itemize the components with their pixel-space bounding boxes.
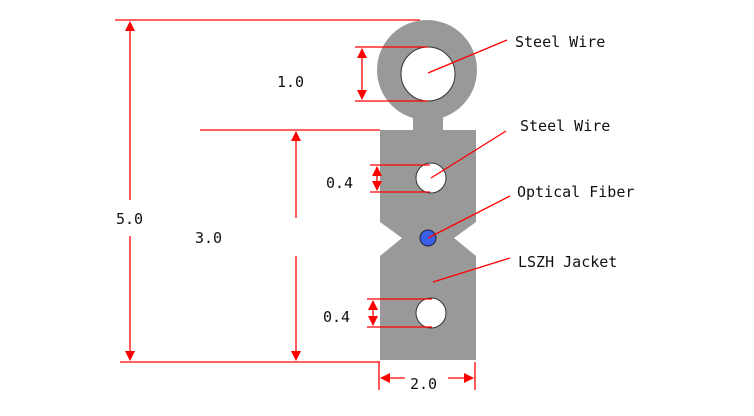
messenger-steel-wire (400, 46, 456, 102)
dimension-lines (115, 19, 476, 390)
dim-upper-wire: 0.4 (326, 174, 353, 192)
dim-messenger-wire: 1.0 (277, 73, 304, 91)
dim-body-height: 3.0 (195, 229, 222, 247)
dim-total-height: 5.0 (116, 210, 143, 228)
label-lszh-jacket: LSZH Jacket (518, 253, 617, 271)
label-steel-wire-mid: Steel Wire (520, 117, 610, 135)
label-steel-wire-top: Steel Wire (515, 33, 605, 51)
dim-width: 2.0 (410, 375, 437, 393)
lower-steel-wire (415, 297, 447, 329)
dim-lower-wire: 0.4 (323, 308, 350, 326)
leader-lines (427, 39, 511, 283)
label-optical-fiber: Optical Fiber (517, 183, 634, 201)
